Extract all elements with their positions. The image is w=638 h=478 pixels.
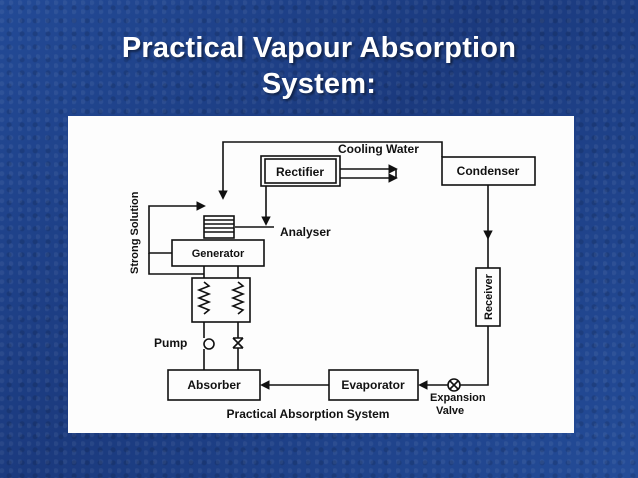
- absorber-label: Absorber: [187, 378, 241, 392]
- valve-label: Valve: [436, 405, 464, 417]
- generator-box: [171, 239, 265, 267]
- rectifier-label: Rectifier: [276, 165, 324, 179]
- strong-solution-line: [148, 201, 206, 254]
- evaporator-box: [328, 369, 419, 401]
- generator-label: Generator: [192, 248, 245, 260]
- rectifier-inner-box: [264, 158, 337, 184]
- slide-title: Practical Vapour Absorption System:: [0, 30, 638, 102]
- receiver-out-line: [460, 326, 489, 386]
- pump-label: Pump: [154, 336, 187, 350]
- receiver-label: Receiver: [483, 273, 495, 320]
- expansion-valve-cross: [449, 380, 459, 390]
- exchanger-coil-left: [196, 281, 212, 315]
- throttle-valve-icon: [232, 337, 244, 349]
- evaporator-label: Evaporator: [341, 378, 405, 392]
- vapour-line-left: [218, 141, 337, 200]
- rectifier-to-condenser-line: [337, 141, 443, 157]
- absorption-system-diagram: Rectifier Condenser Cooling Water Strong…: [129, 141, 536, 421]
- pump-icon: [203, 338, 215, 350]
- analyser-label: Analyser: [280, 225, 331, 239]
- cooling-water-label: Cooling Water: [338, 142, 419, 156]
- title-line-2: System:: [261, 68, 377, 100]
- title-line-1: Practical Vapour Absorption: [121, 32, 517, 64]
- absorber-box: [167, 369, 261, 401]
- strong-solution-lower-line: [148, 253, 204, 275]
- diagram-caption: Practical Absorption System: [227, 407, 390, 421]
- analyser-plates: [204, 219, 234, 233]
- exchanger-coil-right: [230, 281, 246, 315]
- condenser-label: Condenser: [457, 164, 520, 178]
- exchanger-bottom-links: [203, 322, 239, 338]
- heat-exchanger-box: [191, 277, 251, 323]
- expansion-label: Expansion: [430, 392, 486, 404]
- strong-solution-label: Strong Solution: [129, 191, 141, 274]
- diagram-panel: Rectifier Condenser Cooling Water Strong…: [68, 116, 574, 433]
- exchanger-top-links: [203, 266, 239, 278]
